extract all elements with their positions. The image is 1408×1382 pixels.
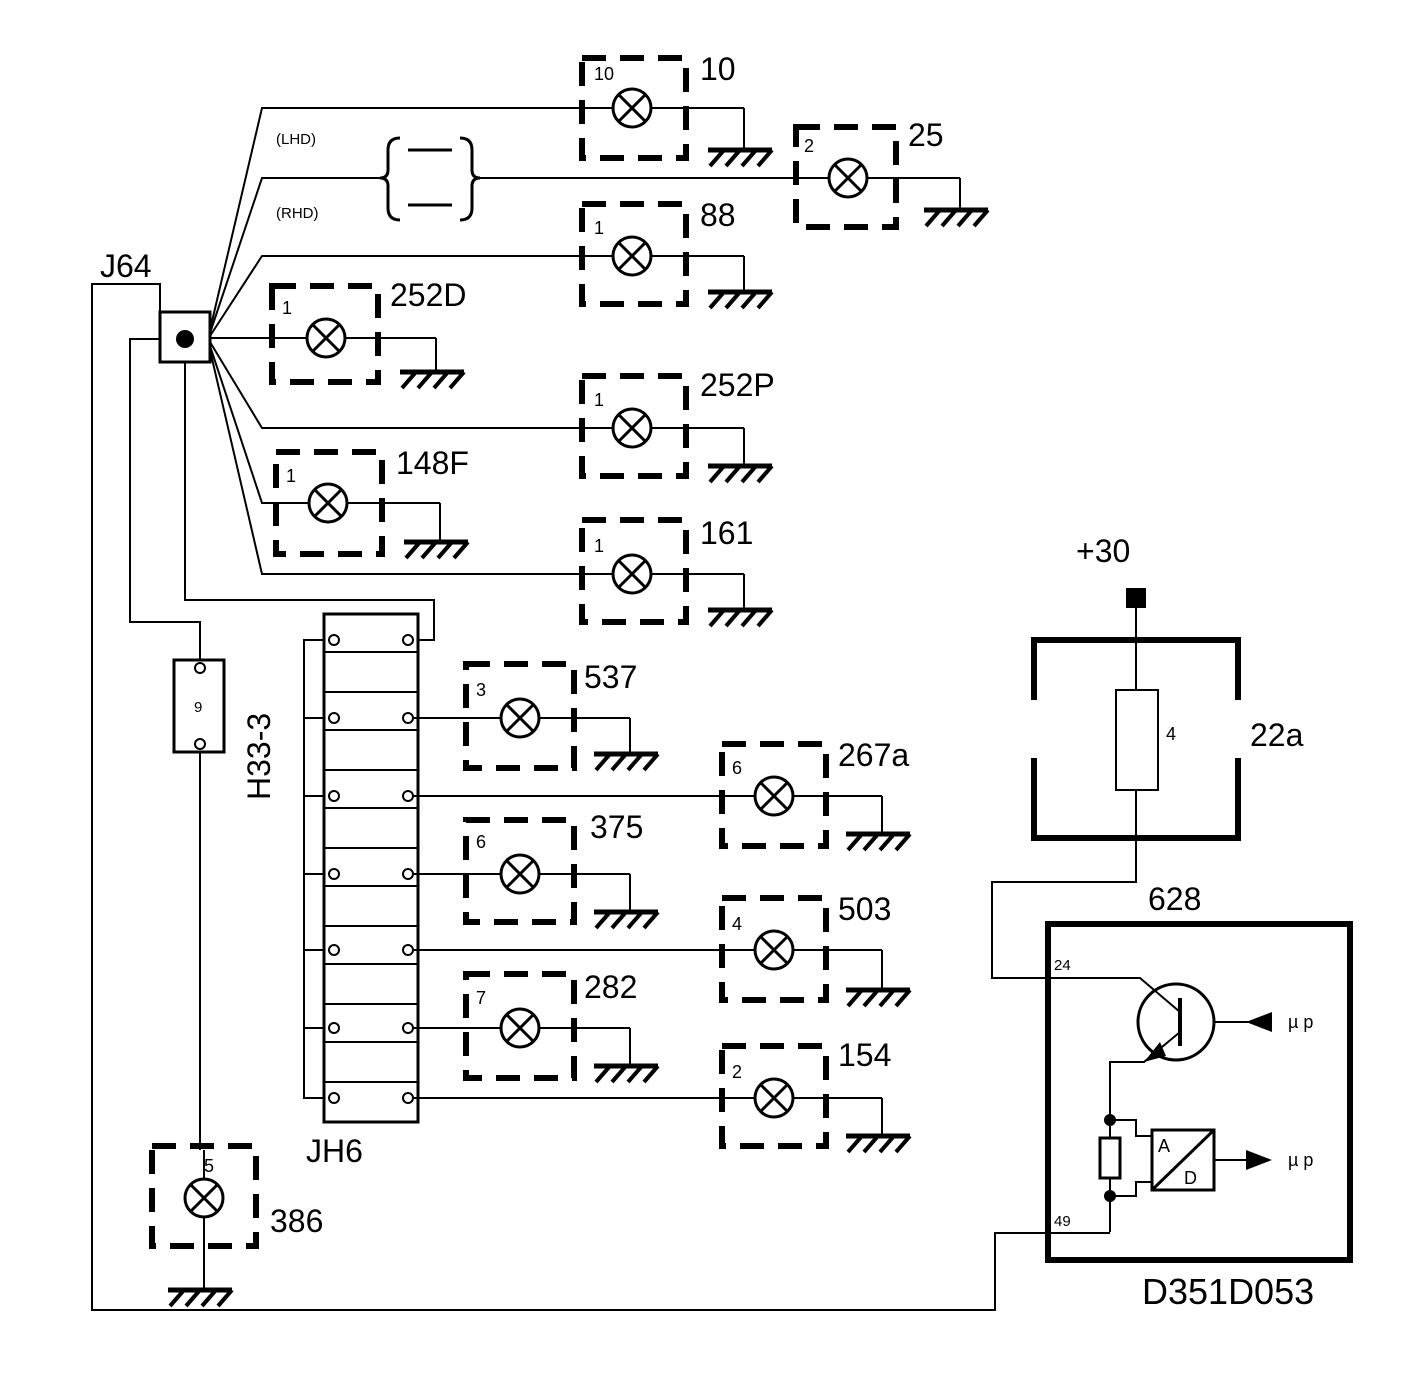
supply-label: +30 xyxy=(1076,533,1130,569)
lamp-10: 10 10 xyxy=(579,51,772,166)
lamp-386: 5 386 xyxy=(149,1143,323,1306)
supply-plus30: +30 xyxy=(1076,533,1146,690)
lamp-10-pin: 10 xyxy=(594,64,614,84)
module-h33-3: 9 H33-3 xyxy=(172,658,277,1150)
lamp-267a-label: 267a xyxy=(838,737,909,773)
mu-p-output-label: µ p xyxy=(1288,1150,1313,1170)
j64-fanout-wires xyxy=(91,107,1048,1311)
lamp-252d: 1 252D xyxy=(269,277,467,388)
jh6-label: JH6 xyxy=(306,1133,363,1169)
lamp-88-label: 88 xyxy=(700,197,736,233)
lamp-148f-pin: 1 xyxy=(286,466,296,486)
lamp-252p: 1 252P xyxy=(579,367,775,482)
lamp-25-label: 25 xyxy=(908,117,944,153)
lamp-148f-label: 148F xyxy=(396,445,469,481)
lamp-154: 2 154 xyxy=(719,1037,910,1152)
fuse-box-label: 22a xyxy=(1250,717,1304,753)
lamp-252d-label: 252D xyxy=(390,277,467,313)
mu-p-input-label: µ p xyxy=(1288,1012,1313,1032)
rhd-label: (RHD) xyxy=(276,205,319,222)
connector-j64: J64 xyxy=(100,248,212,364)
pin-24-label: 24 xyxy=(1054,957,1071,974)
h33-pin-label: 9 xyxy=(194,699,202,716)
lamp-282-label: 282 xyxy=(584,969,637,1005)
j64-label: J64 xyxy=(100,248,152,284)
lamp-386-pin: 5 xyxy=(204,1156,214,1176)
lamp-267a: 6 267a xyxy=(719,737,910,850)
lamp-25-pin: 2 xyxy=(804,136,814,156)
ad-a-label: A xyxy=(1158,1136,1170,1156)
lamp-148f: 1 148F xyxy=(273,445,469,558)
lamp-161: 1 161 xyxy=(579,515,772,626)
lamp-503-label: 503 xyxy=(838,891,891,927)
lamp-282-pin: 7 xyxy=(476,988,486,1008)
lamp-375-pin: 6 xyxy=(476,832,486,852)
lamp-252d-pin: 1 xyxy=(282,298,292,318)
fuse-box-22a: 4 22a xyxy=(991,637,1304,979)
control-unit-628: 628 24 49 µ p A D xyxy=(1045,881,1353,1263)
lamp-154-label: 154 xyxy=(838,1037,891,1073)
lamp-25: 2 25 xyxy=(792,117,988,230)
lamp-537-label: 537 xyxy=(584,659,637,695)
pin-49-label: 49 xyxy=(1054,1213,1071,1230)
lamp-161-label: 161 xyxy=(700,515,753,551)
lhd-label: (LHD) xyxy=(276,131,316,148)
ad-d-label: D xyxy=(1184,1168,1197,1188)
lamp-252p-label: 252P xyxy=(700,367,775,403)
reference-code: D351D053 xyxy=(1142,1271,1314,1312)
lamp-375: 6 375 xyxy=(463,809,658,928)
lamp-154-pin: 2 xyxy=(732,1062,742,1082)
lamp-282: 7 282 xyxy=(463,969,658,1082)
lamp-375-label: 375 xyxy=(590,809,643,845)
control-unit-label: 628 xyxy=(1148,881,1201,917)
transistor-symbol: µ p xyxy=(1048,977,1313,1118)
lamp-503: 4 503 xyxy=(719,891,910,1006)
jh6-output-wires xyxy=(413,717,722,1099)
connector-jh6: JH6 xyxy=(303,612,420,1169)
lhd-rhd-selector xyxy=(379,136,481,222)
lamp-10-label: 10 xyxy=(700,51,736,87)
lamp-537: 3 537 xyxy=(463,659,658,770)
fuse-number: 4 xyxy=(1166,724,1176,744)
lamp-252p-pin: 1 xyxy=(594,390,604,410)
lamp-386-label: 386 xyxy=(270,1203,323,1239)
lamp-161-pin: 1 xyxy=(594,536,604,556)
lamp-537-pin: 3 xyxy=(476,680,486,700)
ad-converter: A D µ p xyxy=(1048,1114,1313,1234)
lamp-503-pin: 4 xyxy=(732,914,742,934)
h33-label: H33-3 xyxy=(241,713,277,800)
lamp-267a-pin: 6 xyxy=(732,758,742,778)
lamp-88-pin: 1 xyxy=(594,218,604,238)
lamp-88: 1 88 xyxy=(579,197,772,308)
